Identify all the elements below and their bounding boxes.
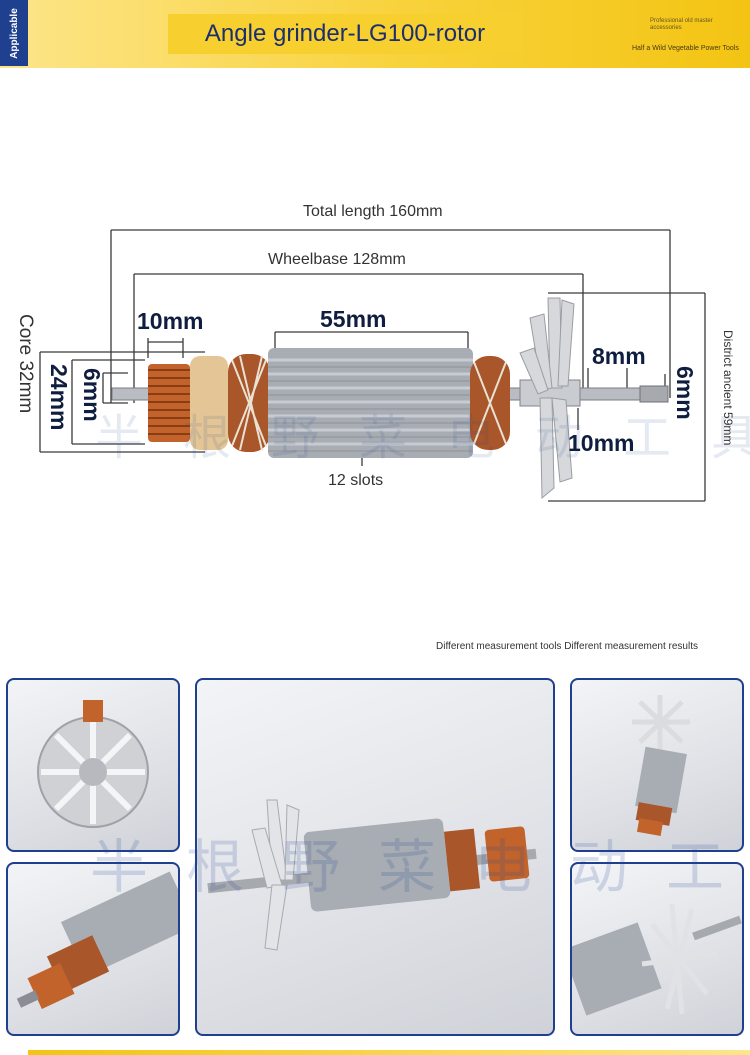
watermark-top: 半根野菜电动工具: [95, 410, 750, 466]
slots-label: 12 slots: [328, 472, 384, 489]
bottom-accent-bar: [28, 1050, 750, 1055]
core-line: [39, 351, 205, 453]
watermark: 半根野菜电动工具: [90, 833, 750, 901]
shaft-end-label: 6mm: [672, 366, 698, 420]
photo-commutator-view: [6, 862, 180, 1036]
photo-fan-view: [6, 678, 180, 852]
commutator-length-label: 10mm: [137, 308, 204, 334]
stack-length-label: 55mm: [320, 306, 387, 332]
threaded-end: [639, 385, 669, 403]
wheelbase-line: [133, 273, 584, 403]
wheelbase-label: Wheelbase 128mm: [268, 251, 406, 268]
rotor-diagram: 半根野菜电动工具 Total length 160mm Wheelbase 12…: [0, 68, 750, 668]
photo-fan-end-view: [570, 862, 744, 1036]
shaft-step-label: 8mm: [592, 343, 646, 369]
comm-diameter-label: 24mm: [46, 364, 72, 431]
insulator: [190, 356, 228, 450]
fan: [519, 297, 575, 500]
total-length-line: [110, 229, 671, 403]
step-line: [587, 368, 628, 390]
title-box: Angle grinder-LG100-rotor: [168, 14, 522, 54]
photo-main-view: [195, 678, 555, 1036]
applicable-label: Applicable: [8, 7, 20, 59]
brand-name: Half a Wild Vegetable Power Tools: [632, 45, 739, 52]
shaft-left-line: [102, 372, 128, 404]
fan-offset-label: 10mm: [568, 430, 635, 456]
applicable-tab: Applicable: [0, 0, 28, 66]
photo-top-view: [570, 678, 744, 852]
shaft-left-label: 6mm: [79, 368, 105, 422]
fan-span-label: District ancient 59mm: [721, 330, 735, 446]
comm-length-line: [147, 338, 184, 358]
measurement-note: Different measurement tools Different me…: [436, 641, 698, 652]
total-length-label: Total length 160mm: [303, 203, 443, 220]
core-label: Core 32mm: [15, 314, 36, 414]
fan-span-line: [548, 292, 706, 502]
header-banner: Applicable Angle grinder-LG100-rotor Pro…: [0, 0, 750, 68]
comm-diameter-line: [71, 359, 145, 445]
brand-tagline: Professional old master accessories: [650, 18, 713, 31]
page-title: Angle grinder-LG100-rotor: [204, 20, 486, 47]
rotor-drawing: [39, 229, 706, 502]
